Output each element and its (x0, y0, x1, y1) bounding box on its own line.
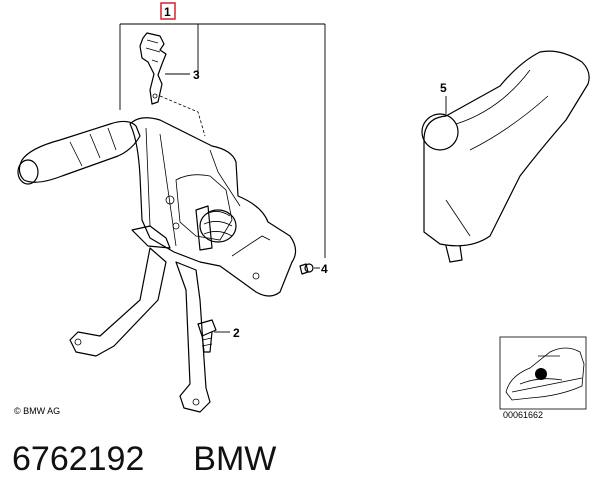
part-caption: 6762192 BMW (12, 440, 276, 479)
callout-3[interactable]: 3 (193, 68, 200, 82)
screw-part-4 (299, 263, 314, 275)
mounting-bracket (69, 247, 211, 413)
part-3-dash (159, 95, 206, 137)
callout-1-bracket (119, 23, 326, 258)
brand-name: BMW (193, 440, 277, 478)
part-number: 6762192 (12, 440, 145, 478)
callout-1-highlight-box (160, 2, 176, 20)
callout-2[interactable]: 2 (233, 326, 240, 340)
handbrake-lever-assembly (17, 117, 297, 297)
callout-5[interactable]: 5 (440, 81, 447, 95)
copyright-text: © BMW AG (14, 406, 60, 416)
callout-4[interactable]: 4 (321, 262, 328, 276)
lever-boot-part-5 (421, 50, 590, 263)
location-marker-icon (535, 368, 547, 380)
diagram-code: 00061662 (503, 410, 543, 420)
bracket-part-3 (139, 32, 167, 105)
callout-1[interactable]: 1 (160, 2, 176, 20)
screw-part-2 (197, 319, 217, 353)
car-location-thumbnail (499, 336, 587, 410)
callout-1-label: 1 (164, 5, 171, 19)
